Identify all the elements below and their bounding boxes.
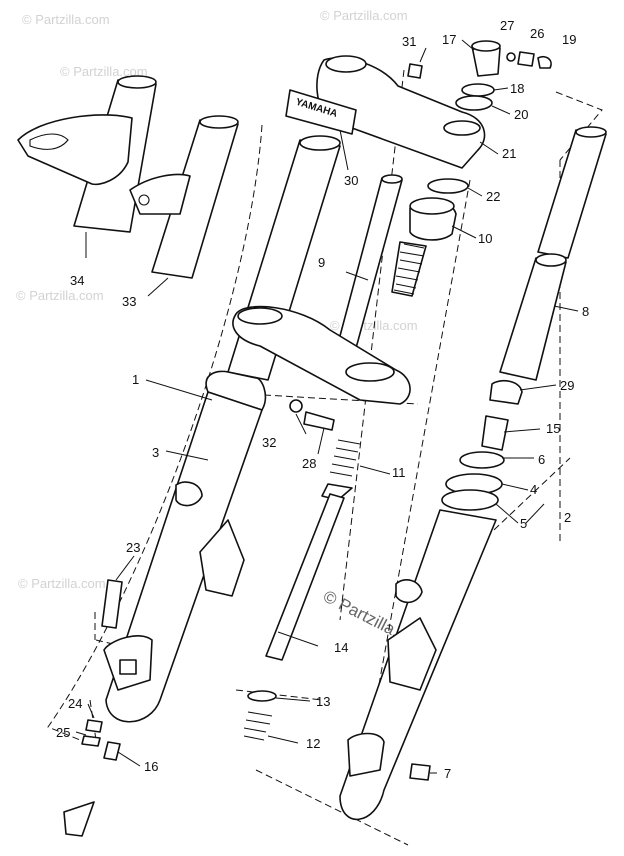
callout-25: 25 xyxy=(56,725,70,740)
callout-17: 17 xyxy=(442,32,456,47)
callout-20: 20 xyxy=(514,107,528,122)
callout-24: 24 xyxy=(68,696,82,711)
watermark-text: © Partzilla.com xyxy=(18,576,106,591)
callout-28: 28 xyxy=(302,456,316,471)
part-1-left-fork-assembly xyxy=(103,135,341,723)
callout-18: 18 xyxy=(510,81,524,96)
watermark-text: © Partzilla.com xyxy=(22,12,110,27)
callout-3: 3 xyxy=(152,445,159,460)
callout-5: 5 xyxy=(520,516,527,531)
small-hardware: FWD xyxy=(63,63,423,837)
callout-6: 6 xyxy=(538,452,545,467)
steering-stem-hardware xyxy=(409,40,552,241)
callout-23: 23 xyxy=(126,540,140,555)
callout-21: 21 xyxy=(502,146,516,161)
callout-8: 8 xyxy=(582,304,589,319)
watermark-text: © Partzilla.com xyxy=(16,288,104,303)
springs-and-damper xyxy=(243,241,427,741)
callout-2: 2 xyxy=(564,510,571,525)
part-21-upper-bracket: YAMAHA xyxy=(285,55,486,169)
callout-31: 31 xyxy=(402,34,416,49)
callout-7: 7 xyxy=(444,766,451,781)
callout-30: 30 xyxy=(344,173,358,188)
callout-32: 32 xyxy=(262,435,276,450)
callout-16: 16 xyxy=(144,759,158,774)
callout-13: 13 xyxy=(316,694,330,709)
callout-labels: 1 2 3 4 5 6 7 8 9 10 11 12 13 14 15 16 1… xyxy=(56,18,589,781)
callout-10: 10 xyxy=(478,231,492,246)
callout-12: 12 xyxy=(306,736,320,751)
callout-14: 14 xyxy=(334,640,348,655)
callout-4: 4 xyxy=(530,482,537,497)
callout-27: 27 xyxy=(500,18,514,33)
callout-34: 34 xyxy=(70,273,84,288)
callout-1: 1 xyxy=(132,372,139,387)
callout-15: 15 xyxy=(546,421,560,436)
leader-lines xyxy=(75,39,579,774)
part-33-fork-cover xyxy=(129,115,239,279)
watermark-text: © Partzilla.com xyxy=(60,64,148,79)
callout-29: 29 xyxy=(560,378,574,393)
callout-19: 19 xyxy=(562,32,576,47)
callout-26: 26 xyxy=(530,26,544,41)
callout-33: 33 xyxy=(122,294,136,309)
part-2-right-fork-assembly xyxy=(339,126,607,821)
callout-22: 22 xyxy=(486,189,500,204)
part-34-fork-cover xyxy=(17,75,157,233)
callout-9: 9 xyxy=(318,255,325,270)
watermark-text: © Partzilla.com xyxy=(320,8,408,23)
callout-11: 11 xyxy=(392,465,406,480)
lower-bracket xyxy=(232,305,411,431)
